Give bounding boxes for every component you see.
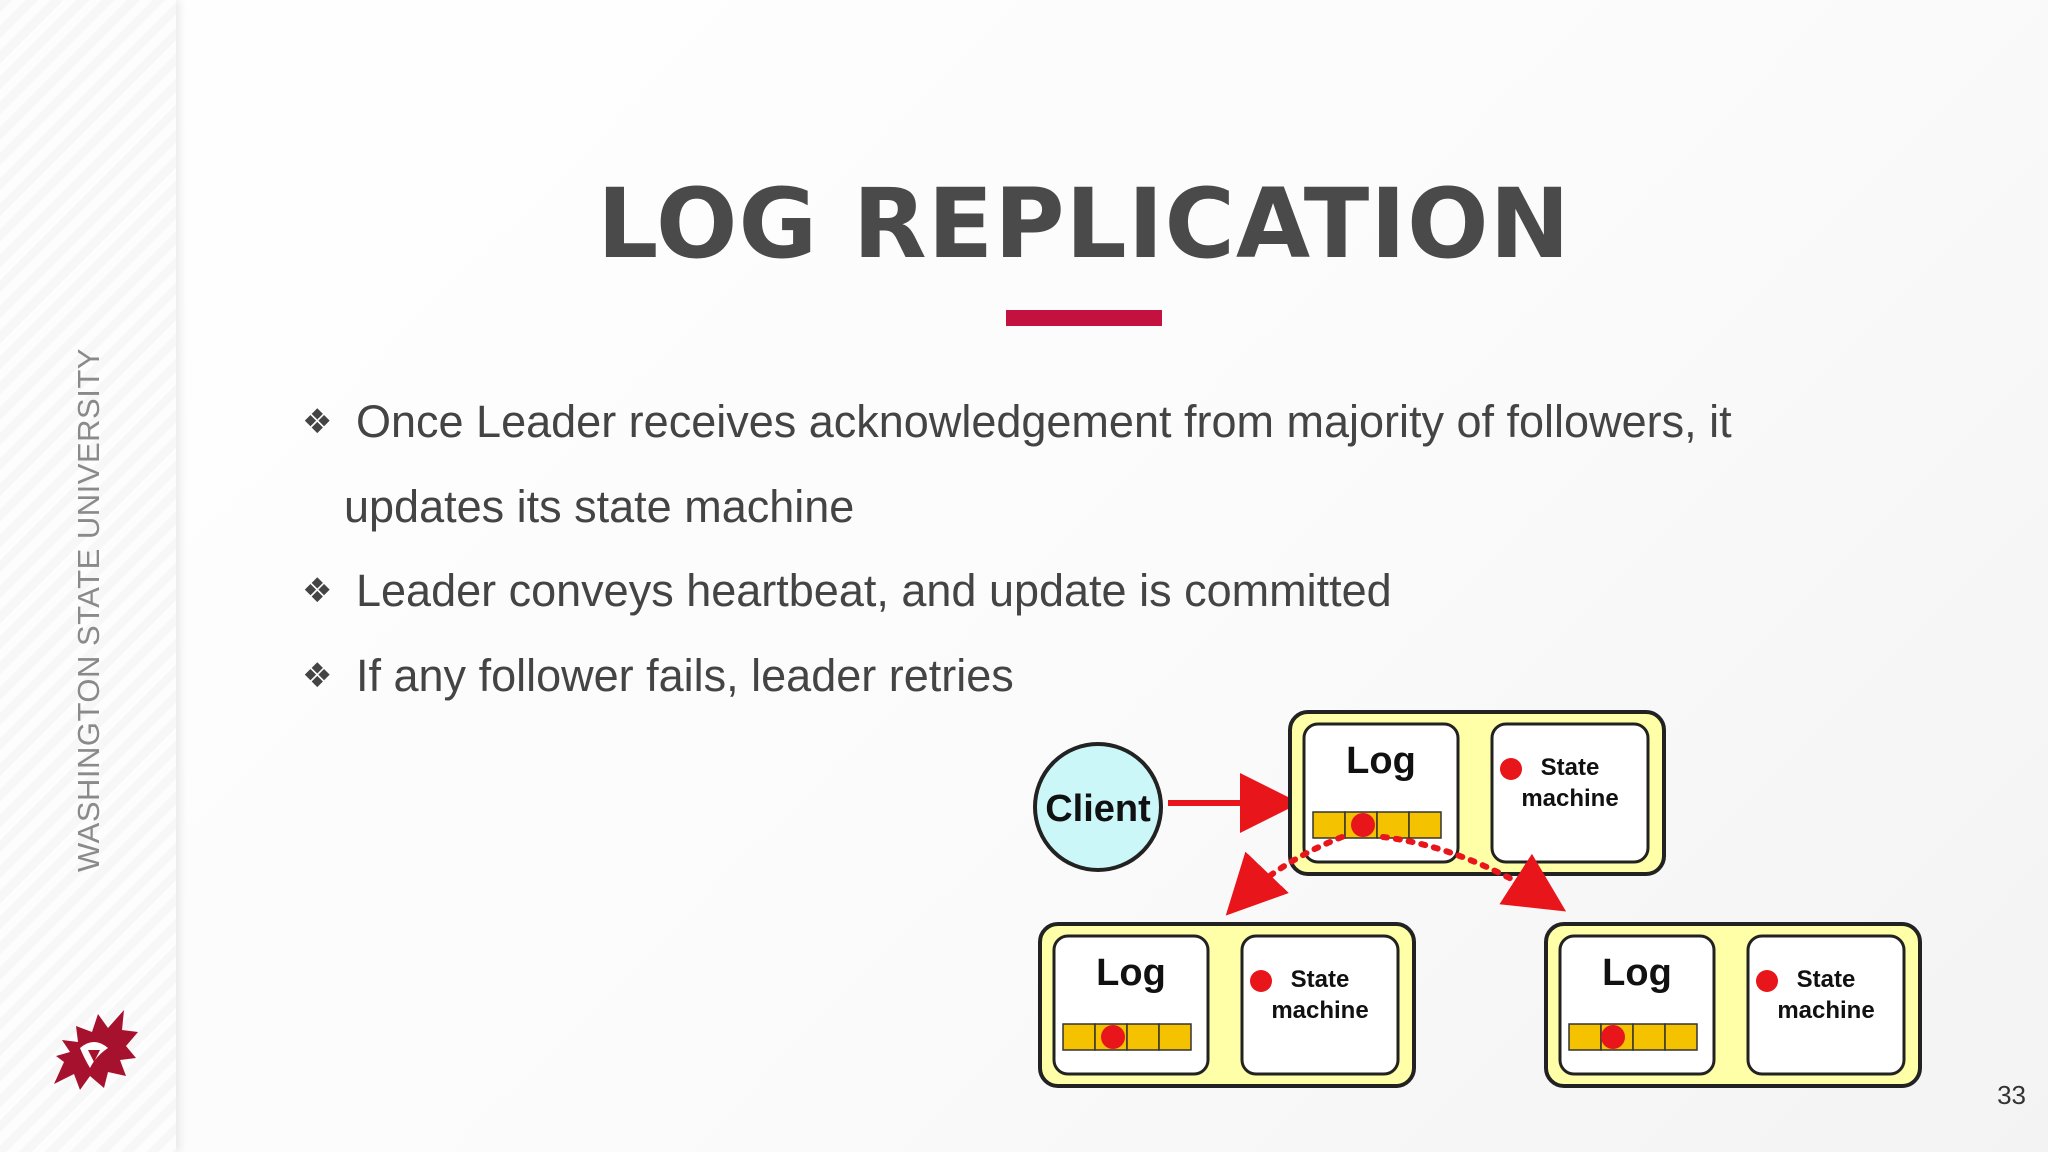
bullet-2-text: Leader conveys heartbeat, and update is … [356,565,1392,616]
follower-left-state-label-2: machine [1271,997,1368,1024]
sidebar: WASHINGTON STATE UNIVERSITY [0,0,176,1152]
bullet-1: ❖ Once Leader receives acknowledgement fr… [302,396,1732,448]
bullet-3-text: If any follower fails, leader retries [356,650,1014,701]
leader-log-label: Log [1346,740,1416,782]
title-underline [1006,310,1162,326]
follower-right-state-label-2: machine [1777,997,1874,1024]
replication-arrow-right [1380,834,1567,912]
leader-state-label-1: State [1541,754,1600,781]
leader-state-label-2: machine [1521,785,1618,812]
client-label: Client [1045,788,1151,830]
four-diamond-bullet-icon: ❖ [302,571,333,611]
four-diamond-bullet-icon: ❖ [302,402,333,442]
follower-left-log-label: Log [1096,952,1166,994]
leader-server: Log State machine [1288,710,1666,876]
bullet-1-line-1: Once Leader receives acknowledgement fro… [356,396,1732,447]
slide-title: LOG REPLICATION [597,168,1571,280]
bullet-1-line-2: updates its state machine [344,481,855,532]
follower-server-right: Log State machine [1544,922,1922,1088]
bullet-1-continued: updates its state machine [344,481,854,533]
follower-left-state-label-1: State [1291,966,1350,993]
log-replication-diagram: Client Log State machine [1033,710,1922,1088]
follower-right-log-label: Log [1602,952,1672,994]
four-diamond-bullet-icon: ❖ [302,656,333,696]
bullet-3: ❖ If any follower fails, leader retries [302,650,1014,702]
university-name: WASHINGTON STATE UNIVERSITY [71,348,106,872]
leader-log-entries [1312,811,1442,839]
client-node: Client [1033,742,1163,872]
bullet-2: ❖ Leader conveys heartbeat, and update is… [302,565,1392,617]
follower-server-left: Log State machine [1038,922,1416,1088]
page-number: 33 [1997,1080,2026,1110]
wsu-cougar-logo-icon [54,1010,138,1090]
follower-right-state-label-1: State [1797,966,1856,993]
replication-arrow-left [1225,834,1345,916]
